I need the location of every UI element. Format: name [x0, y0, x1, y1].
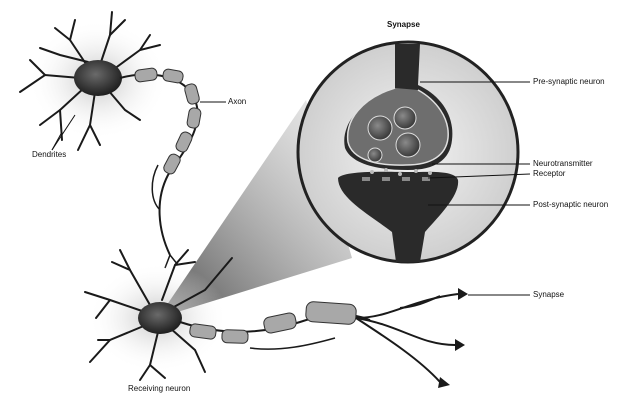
axon-terminals — [356, 294, 458, 382]
axon-label: Axon — [228, 97, 246, 107]
terminal-buttons — [438, 288, 468, 388]
synapse-title-label: Synapse — [387, 20, 420, 30]
pre-synaptic-neuron-label: Pre-synaptic neuron — [533, 77, 605, 87]
synapse-zoom-circle — [298, 42, 518, 262]
synapse-label: Synapse — [533, 290, 564, 300]
post-synaptic-neuron-label: Post-synaptic neuron — [533, 200, 608, 210]
dendrites-leader-2 — [52, 132, 62, 150]
dendrites-label: Dendrites — [32, 150, 66, 160]
receiving-neuron-label: Receiving neuron — [128, 384, 190, 394]
upper-cell-body — [74, 60, 122, 96]
neurotransmitter-label: Neurotransmitter — [533, 159, 593, 169]
lower-cell-body — [138, 302, 182, 334]
receptor-label: Receptor — [533, 169, 565, 179]
sending-neuron — [20, 12, 202, 268]
